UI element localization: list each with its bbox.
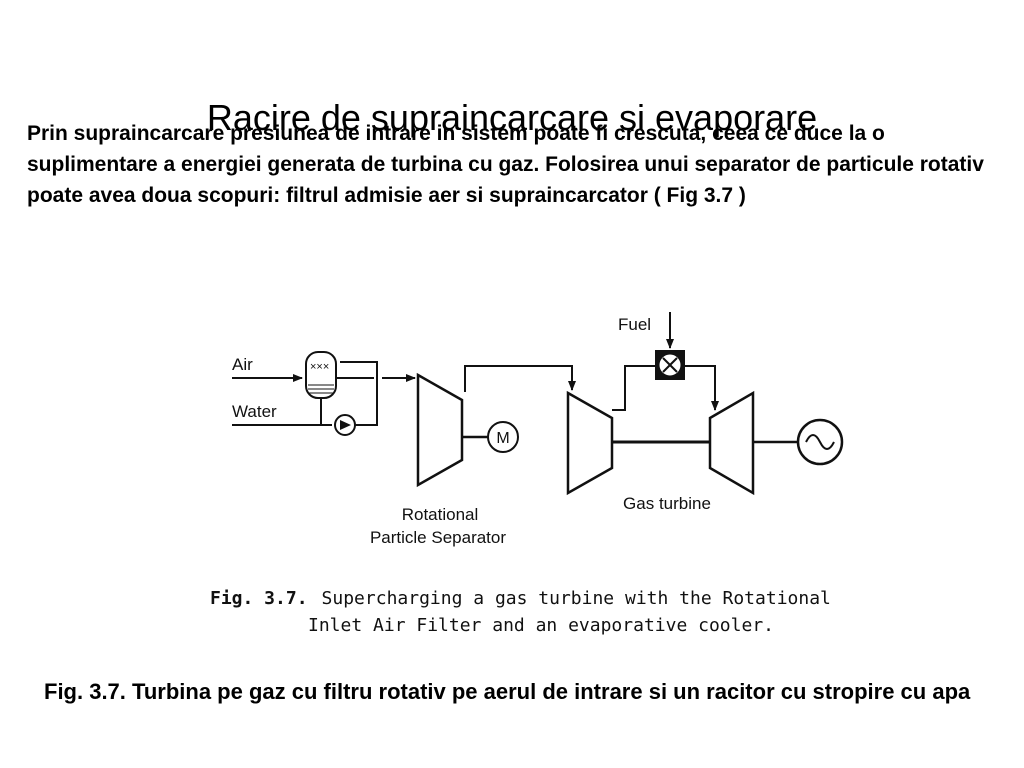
gas-turbine-label: Gas turbine — [623, 494, 711, 513]
water-label: Water — [232, 402, 277, 421]
fuel-label: Fuel — [618, 315, 651, 334]
figure-caption-line1: Supercharging a gas turbine with the Rot… — [321, 588, 831, 609]
motor-label: M — [496, 430, 509, 447]
intro-paragraph: Prin supraincarcare presiunea de intrare… — [27, 122, 984, 207]
gas-turbine-compressor — [566, 390, 614, 496]
gas-turbine-expander — [708, 390, 755, 496]
combustor-icon — [655, 350, 685, 380]
air-label: Air — [232, 355, 253, 374]
supercharging-diagram: Air Water ××× M Rotational Particle Sepa… — [232, 312, 844, 547]
figure-caption-line2: Inlet Air Filter and an evaporative cool… — [308, 615, 774, 636]
figure-caption-en: Fig. 3.7. Supercharging a gas turbine wit… — [210, 585, 890, 639]
separator-label-line1: Rotational — [402, 505, 479, 524]
rotational-separator — [416, 372, 464, 488]
svg-text:×××: ××× — [310, 361, 329, 373]
motor-icon — [487, 421, 519, 453]
water-pump-icon — [334, 414, 356, 436]
generator-icon — [796, 418, 844, 466]
evaporative-cooler: ××× — [305, 351, 337, 399]
slide-title: Racire de supraincarcare si evaporare — [206, 97, 818, 139]
figure-caption-label: Fig. 3.7. — [210, 588, 308, 609]
separator-label-line2: Particle Separator — [370, 528, 506, 547]
slide-caption: Fig. 3.7. Turbina pe gaz cu filtru rotat… — [44, 679, 971, 704]
